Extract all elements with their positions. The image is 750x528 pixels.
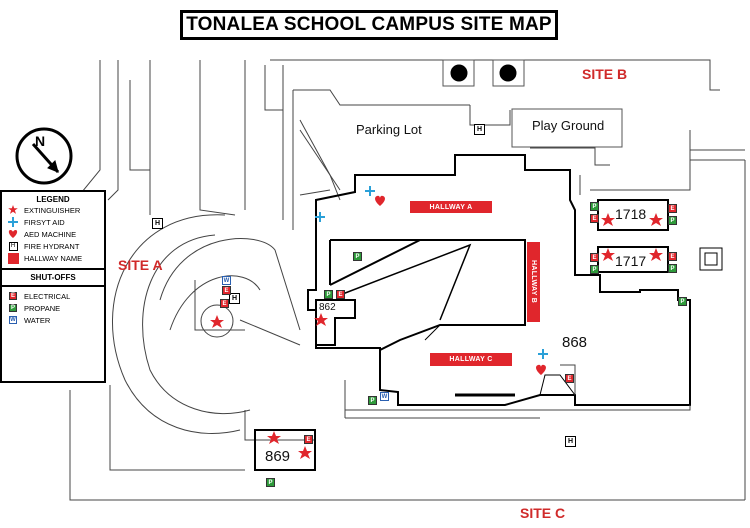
electrical-shutoff-marker: E: [590, 214, 599, 223]
hydrant-icon: H: [152, 218, 163, 229]
hallway-b-label: HALLWAY B: [527, 242, 540, 322]
legend-shutoff-electrical: E ELECTRICAL: [9, 291, 71, 301]
star-icon: [649, 213, 663, 226]
propane-shutoff-marker: P: [668, 216, 677, 225]
electrical-shutoff-marker: E: [590, 253, 599, 262]
electrical-shutoff-marker: E: [336, 290, 345, 299]
cross-icon: [6, 217, 20, 227]
hallway-c-label: HALLWAY C: [430, 353, 512, 366]
extinguisher-markers: [210, 213, 663, 459]
propane-shutoff-marker: P: [368, 396, 377, 405]
propane-shutoff-marker: P: [590, 202, 599, 211]
aed-markers: [375, 195, 546, 375]
heart-icon: [6, 229, 20, 239]
electrical-shutoff-marker: E: [668, 204, 677, 213]
hydrant-icon: H: [474, 124, 485, 135]
legend-shutoff-water: W WATER: [9, 315, 51, 325]
water-swatch-icon: W: [9, 316, 17, 324]
playground-label: Play Ground: [532, 118, 605, 133]
cross-icon: [315, 212, 325, 222]
cross-icon: [365, 186, 375, 196]
electrical-shutoff-marker: E: [565, 374, 574, 383]
north-arrow-icon: N: [15, 127, 73, 185]
legend-item-hallway: HALLWAY NAME: [2, 252, 104, 264]
site-c-label: SITE C: [520, 505, 566, 521]
map-legend: LEGEND EXTINGUISHER FIRSYT AID AED MACHI…: [0, 190, 106, 383]
electrical-shutoff-marker: E: [668, 252, 677, 261]
cross-icon: [538, 349, 548, 359]
room-1718-label: 1718: [615, 206, 647, 222]
propane-shutoff-marker: P: [678, 297, 687, 306]
star-icon: [601, 248, 615, 261]
propane-swatch-icon: P: [9, 304, 17, 312]
first-aid-markers: [315, 186, 548, 359]
star-icon: [314, 313, 328, 326]
electrical-shutoff-marker: E: [222, 286, 231, 295]
star-icon: [298, 446, 312, 459]
room-862-label: 862: [319, 302, 336, 313]
propane-shutoff-marker: P: [324, 290, 333, 299]
propane-shutoff-marker: P: [353, 252, 362, 261]
star-icon: [267, 431, 281, 444]
hydrant-icon: H: [565, 436, 576, 447]
propane-shutoff-marker: P: [590, 265, 599, 274]
room-1717-label: 1717: [615, 253, 647, 269]
legend-item-aed: AED MACHINE: [2, 228, 104, 240]
electrical-shutoff-marker: E: [304, 435, 313, 444]
legend-title: LEGEND: [36, 195, 70, 204]
star-icon: [649, 248, 663, 261]
heart-icon: [536, 364, 546, 375]
legend-item-extinguisher: EXTINGUISHER: [2, 204, 104, 216]
shutoffs-title: SHUT-OFFS: [30, 273, 76, 282]
hydrant-icon: H: [229, 293, 240, 304]
propane-shutoff-marker: P: [668, 264, 677, 273]
electrical-swatch-icon: E: [9, 292, 17, 300]
star-icon: [210, 315, 224, 328]
parking-lot-label: Parking Lot: [356, 122, 422, 137]
site-b-label: SITE B: [582, 66, 628, 82]
legend-item-hydrant: H FIRE HYDRANT: [2, 240, 104, 252]
star-icon: [6, 205, 20, 215]
map-title: TONALEA SCHOOL CAMPUS SITE MAP: [180, 10, 558, 40]
star-icon: [601, 213, 615, 226]
room-869-label: 869: [265, 448, 291, 465]
water-shutoff-marker: W: [380, 392, 389, 401]
hydrant-icon: H: [6, 241, 20, 251]
electrical-shutoff-marker: E: [220, 299, 229, 308]
site-a-label: SITE A: [118, 257, 163, 273]
heart-icon: [375, 195, 385, 206]
svg-text:N: N: [35, 133, 45, 149]
room-868-label: 868: [562, 334, 588, 351]
water-shutoff-marker: W: [222, 276, 231, 285]
legend-item-first-aid: FIRSYT AID: [2, 216, 104, 228]
propane-shutoff-marker: P: [266, 478, 275, 487]
legend-shutoff-propane: P PROPANE: [9, 303, 61, 313]
hallway-a-label: HALLWAY A: [410, 201, 492, 213]
hallway-swatch-icon: [6, 252, 20, 264]
